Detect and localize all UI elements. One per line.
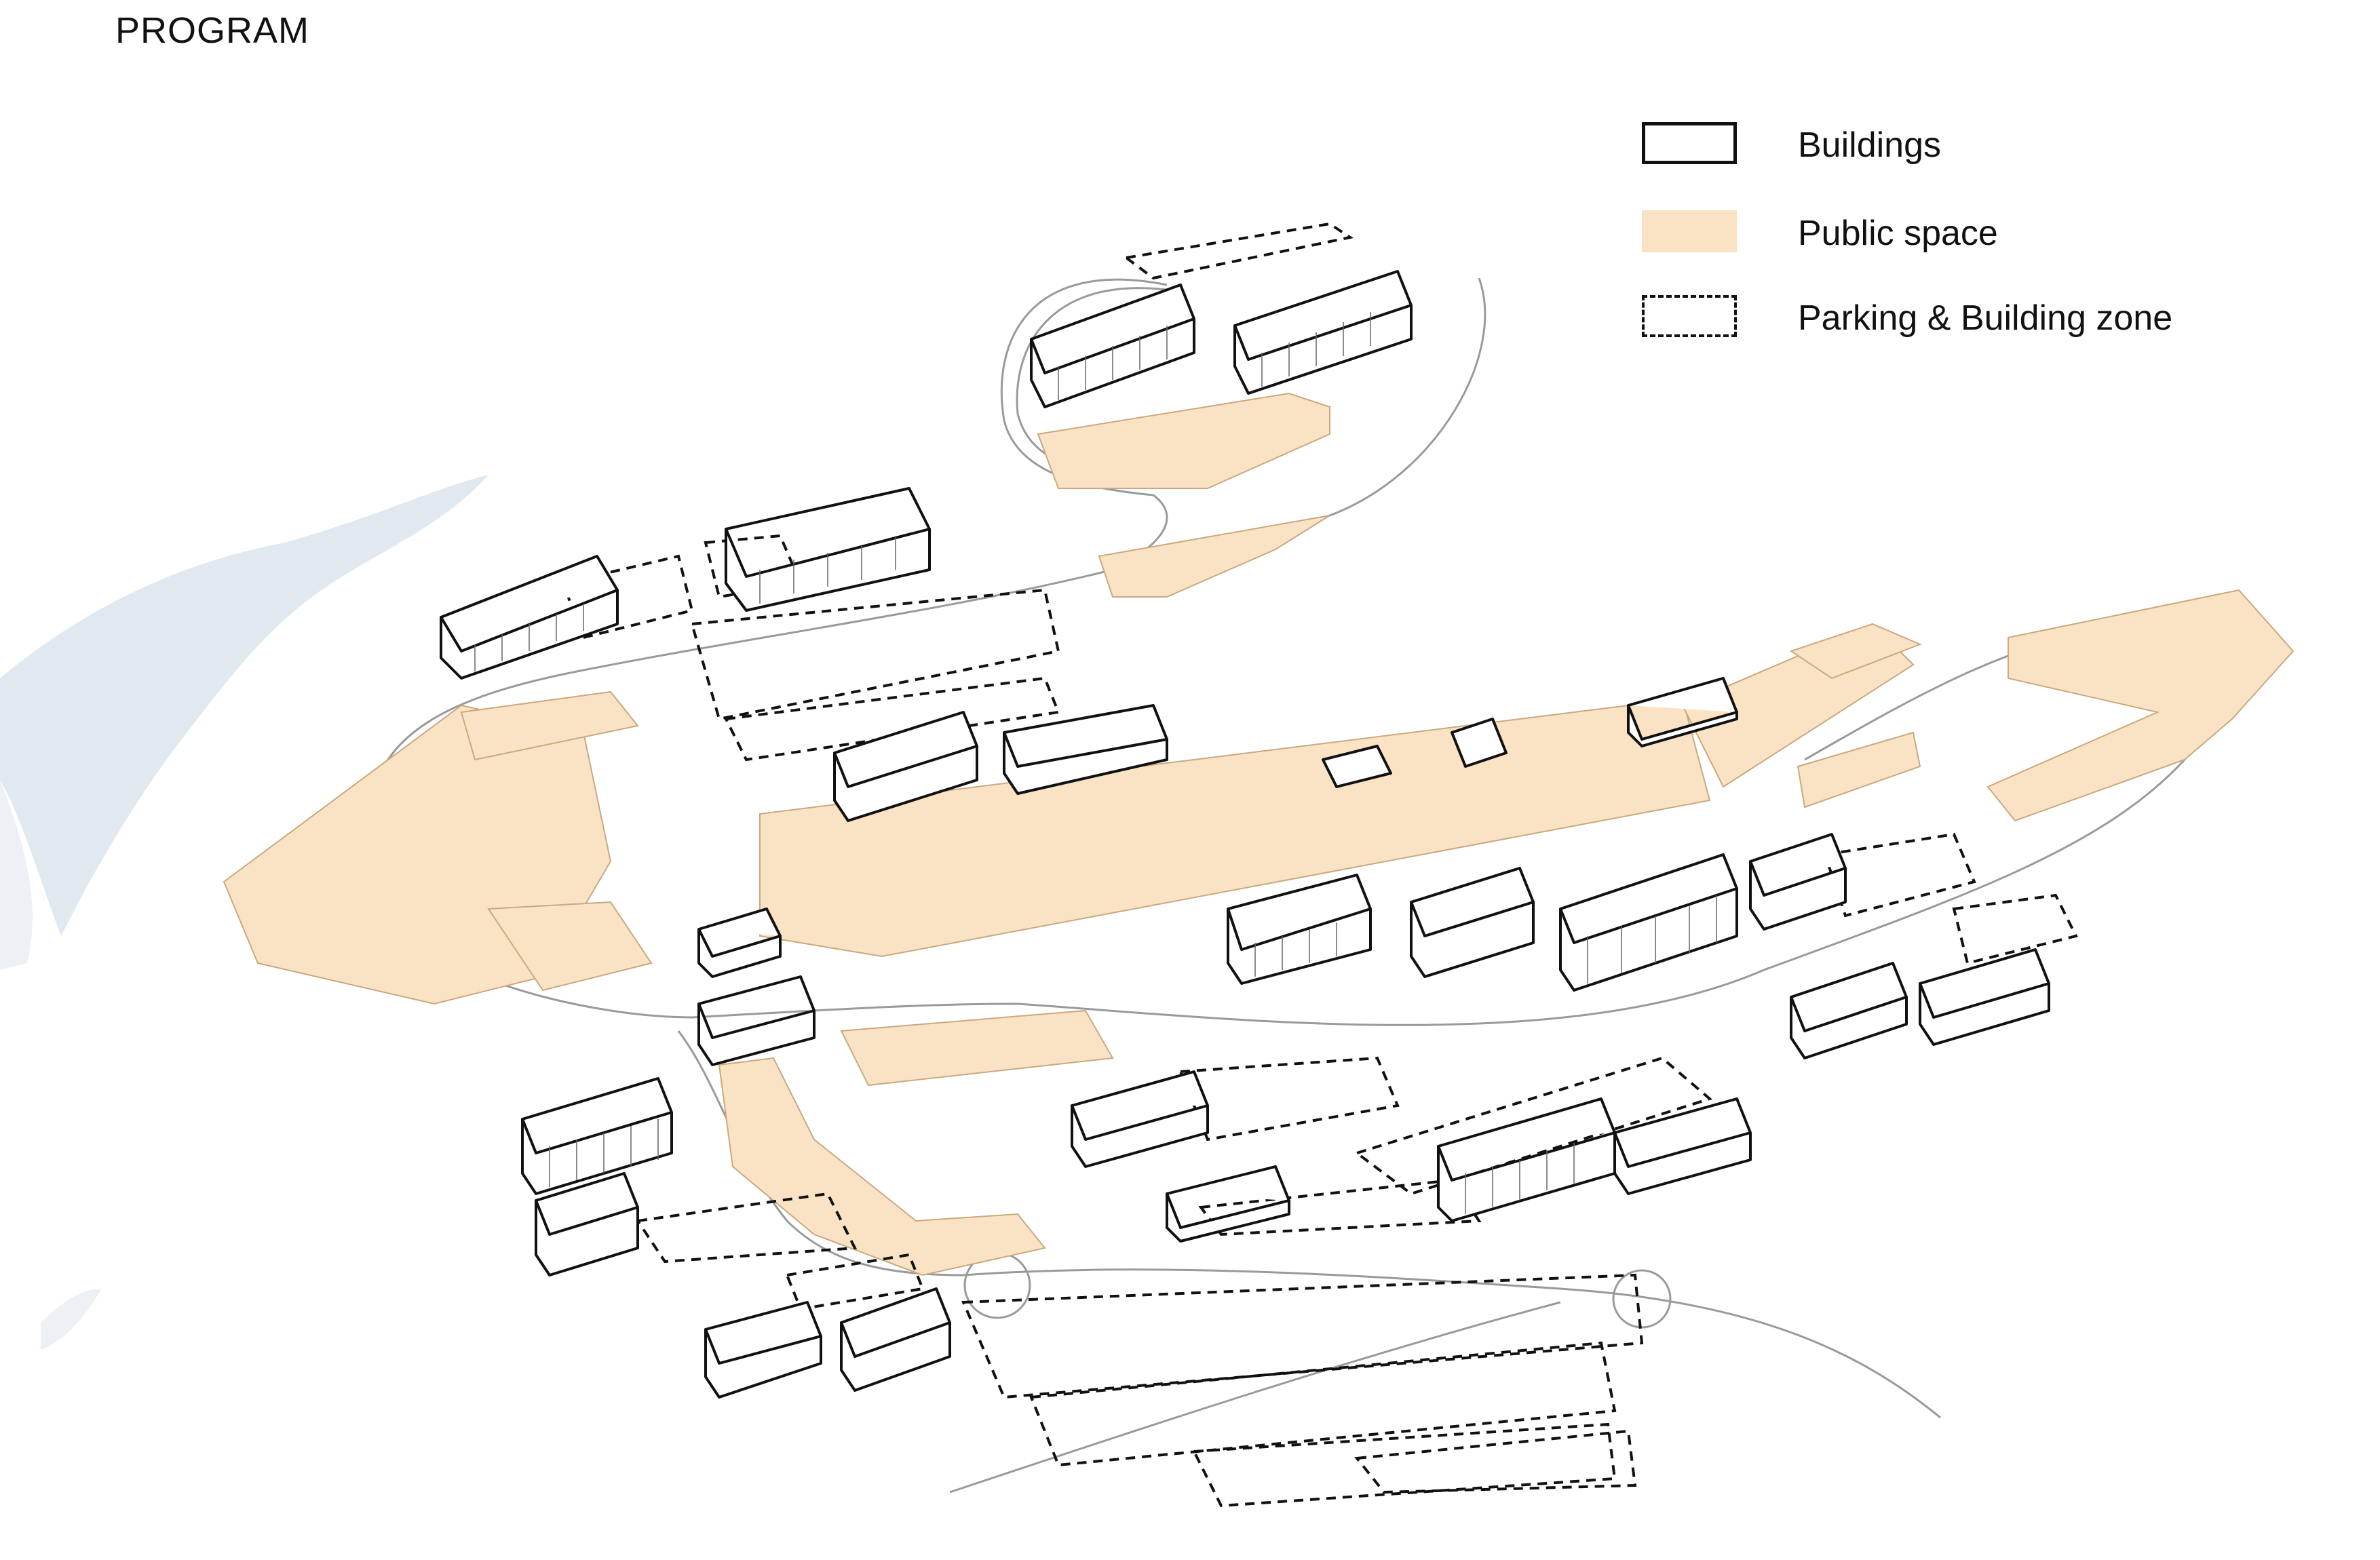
building-central-slab	[1227, 874, 1372, 985]
building-south-3	[1613, 1097, 1752, 1195]
building-nw-1	[440, 555, 619, 680]
building-east-4	[1919, 948, 2050, 1046]
building-pavilion-1	[1322, 745, 1392, 788]
legend-label-parking: Parking & Building zone	[1798, 298, 2173, 338]
parking-zones	[561, 222, 2078, 1508]
building-south-1	[1071, 1070, 1209, 1168]
public-spaces	[223, 392, 2295, 1276]
building-sw-1	[521, 1077, 673, 1195]
legend-item-public-space: Public space	[1642, 210, 2252, 265]
building-center-1	[833, 711, 978, 822]
building-nw-2	[725, 487, 931, 612]
building-west-small-2	[697, 975, 815, 1066]
building-ne-small	[1627, 677, 1738, 747]
page-title: PROGRAM	[115, 10, 310, 51]
building-south-4	[1166, 1165, 1290, 1243]
building-central-2	[1410, 867, 1535, 978]
facade-hatching	[474, 312, 1717, 1214]
parking-swatch	[1642, 295, 1737, 337]
legend-item-buildings: Buildings	[1642, 122, 2252, 176]
building-north-1	[1030, 284, 1195, 408]
building-east-2	[1749, 833, 1847, 931]
building-south-2	[1437, 1097, 1616, 1222]
terrain-shadow	[0, 475, 488, 1350]
building-pavilion-2	[1451, 718, 1508, 768]
building-east-1	[1559, 853, 1738, 992]
building-east-3	[1790, 962, 1908, 1059]
road-network	[361, 277, 2218, 1494]
building-sw-3	[704, 1301, 822, 1399]
buildings-swatch	[1642, 122, 1737, 164]
legend-item-parking: Parking & Building zone	[1642, 295, 2252, 349]
building-center-2	[1003, 704, 1168, 795]
building-north-2	[1233, 270, 1413, 395]
legend-label-buildings: Buildings	[1798, 125, 1942, 165]
buildings	[440, 270, 2050, 1399]
legend-label-public-space: Public space	[1798, 214, 1998, 253]
building-sw-2	[535, 1172, 639, 1276]
building-west-small	[697, 908, 782, 978]
public-space-swatch	[1642, 210, 1737, 252]
building-sw-4	[840, 1287, 951, 1392]
